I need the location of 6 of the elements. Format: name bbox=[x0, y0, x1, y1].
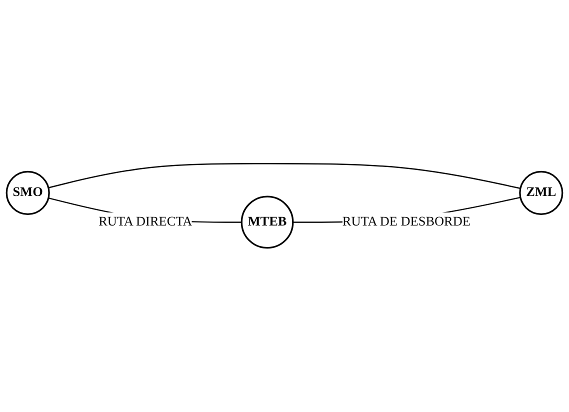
node-circle: ZML bbox=[519, 171, 564, 216]
edge-label: RUTA DIRECTA bbox=[98, 215, 192, 230]
connector bbox=[48, 163, 521, 190]
node-circle: MTEB bbox=[240, 196, 294, 249]
node-circle: SMO bbox=[6, 171, 50, 216]
edge-label: RUTA DE DESBORDE bbox=[342, 215, 470, 230]
